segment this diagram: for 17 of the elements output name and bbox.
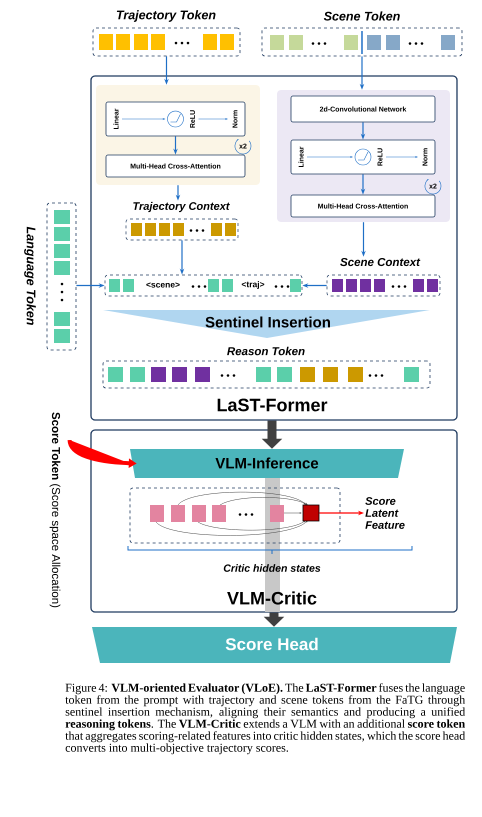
title: Reason Token	[227, 346, 305, 356]
title: Trajectory Context	[133, 202, 230, 212]
title: Trajectory Token	[116, 10, 216, 22]
bracket-label: Critic hidden states	[224, 564, 320, 572]
trapezoid-label: VLM-Inference	[215, 458, 318, 468]
title: Scene Token	[324, 11, 400, 21]
module-title: LaST-Former	[218, 398, 328, 412]
feature-label: Score Latent Feature	[365, 497, 405, 529]
title: Language Token	[24, 226, 36, 325]
module-title: VLM-Critic	[227, 591, 316, 605]
title: Scene Context	[340, 258, 420, 266]
band-label: Sentinel Insertion	[206, 316, 330, 328]
vertical-label: Score Token (Score space Allocation)	[50, 412, 60, 608]
token-label: <scene>	[146, 282, 180, 288]
token-label: <traj>	[242, 281, 264, 289]
caption: Figure 4: VLM-oriented Evaluator (VLoE). The LaST-Former fuses the language token from the prompt with trajectory and scene tokens from the FaTG through sentinel insertion mechanism, aligning their semantics and producing a unified reasoning tokens. The VLM-Critic extends a VLM with an additional score token that aggregates scoring-related features into critic hidden states, which the score head converts into multi-objective trajectory scores.	[65, 683, 466, 754]
trapezoid-label: Score Head	[226, 638, 318, 650]
